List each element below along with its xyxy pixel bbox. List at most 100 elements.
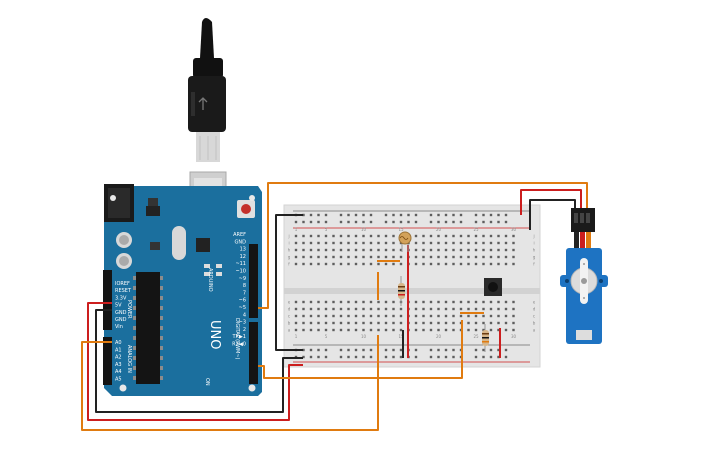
breadboard-hole[interactable] [512,248,515,252]
rail-hole[interactable] [407,213,410,217]
breadboard-hole[interactable] [452,314,455,318]
breadboard-hole[interactable] [422,234,425,238]
breadboard-hole[interactable] [497,314,500,318]
breadboard-hole[interactable] [497,241,500,245]
breadboard-hole[interactable] [437,255,440,259]
breadboard-hole[interactable] [459,241,463,245]
breadboard-hole[interactable] [489,234,493,238]
breadboard-hole[interactable] [324,300,328,304]
breadboard-hole[interactable] [512,234,515,238]
rail-hole[interactable] [444,355,448,359]
breadboard-hole[interactable] [459,300,463,304]
breadboard-hole[interactable] [437,262,440,266]
breadboard-hole[interactable] [332,255,335,259]
breadboard-hole[interactable] [369,241,373,245]
breadboard-hole[interactable] [294,248,298,252]
rail-hole[interactable] [309,355,313,359]
rail-hole[interactable] [437,355,440,359]
breadboard-hole[interactable] [414,307,418,311]
rail-hole[interactable] [482,213,485,217]
breadboard-hole[interactable] [429,241,433,245]
breadboard-hole[interactable] [489,328,493,332]
breadboard-hole[interactable] [339,300,343,304]
breadboard-hole[interactable] [317,307,320,311]
breadboard-hole[interactable] [429,234,433,238]
breadboard-hole[interactable] [452,262,455,266]
breadboard-hole[interactable] [347,241,350,245]
rail-hole[interactable] [302,220,305,224]
breadboard-hole[interactable] [497,234,500,238]
rail-hole[interactable] [497,348,500,352]
rail-hole[interactable] [392,355,395,359]
breadboard-hole[interactable] [309,234,313,238]
rail-hole[interactable] [317,213,320,217]
breadboard-hole[interactable] [294,307,298,311]
breadboard-hole[interactable] [354,328,358,332]
rail-hole[interactable] [504,220,508,224]
breadboard-hole[interactable] [512,255,515,259]
breadboard-hole[interactable] [482,300,485,304]
breadboard-hole[interactable] [437,248,440,252]
breadboard-hole[interactable] [309,262,313,266]
breadboard-hole[interactable] [354,241,358,245]
breadboard-hole[interactable] [399,321,403,325]
photoresistor[interactable] [398,231,412,252]
breadboard-hole[interactable] [437,321,440,325]
breadboard-hole[interactable] [467,300,470,304]
resistor[interactable] [398,276,405,306]
breadboard-hole[interactable] [377,328,380,332]
breadboard-hole[interactable] [347,321,350,325]
breadboard-hole[interactable] [452,321,455,325]
breadboard-hole[interactable] [369,248,373,252]
breadboard-hole[interactable] [482,255,485,259]
breadboard-hole[interactable] [362,314,365,318]
rail-hole[interactable] [504,355,508,359]
rail-hole[interactable] [294,220,298,224]
breadboard-hole[interactable] [452,328,455,332]
breadboard-hole[interactable] [452,248,455,252]
breadboard-hole[interactable] [392,328,395,332]
breadboard-hole[interactable] [467,241,470,245]
breadboard-hole[interactable] [444,248,448,252]
rail-hole[interactable] [459,213,463,217]
breadboard-hole[interactable] [429,300,433,304]
breadboard-hole[interactable] [512,300,515,304]
breadboard-hole[interactable] [317,262,320,266]
breadboard-hole[interactable] [437,234,440,238]
breadboard-hole[interactable] [294,314,298,318]
breadboard-hole[interactable] [497,255,500,259]
rail-hole[interactable] [339,213,343,217]
breadboard-hole[interactable] [369,314,373,318]
breadboard-hole[interactable] [429,314,433,318]
rail-hole[interactable] [414,355,418,359]
rail-hole[interactable] [474,348,478,352]
breadboard-hole[interactable] [512,307,515,311]
breadboard-hole[interactable] [437,307,440,311]
breadboard-hole[interactable] [474,262,478,266]
breadboard-hole[interactable] [384,300,388,304]
breadboard-hole[interactable] [467,262,470,266]
breadboard-hole[interactable] [474,241,478,245]
breadboard-hole[interactable] [324,248,328,252]
rail-hole[interactable] [309,220,313,224]
rail-hole[interactable] [302,213,305,217]
rail-hole[interactable] [444,348,448,352]
breadboard-hole[interactable] [347,328,350,332]
breadboard-hole[interactable] [324,255,328,259]
breadboard-hole[interactable] [324,241,328,245]
breadboard-hole[interactable] [309,314,313,318]
breadboard-hole[interactable] [459,255,463,259]
wire-a0-to-ldr[interactable] [81,335,379,431]
breadboard-hole[interactable] [369,328,373,332]
rail-hole[interactable] [429,348,433,352]
breadboard-hole[interactable] [302,314,305,318]
breadboard-hole[interactable] [444,314,448,318]
breadboard-hole[interactable] [332,248,335,252]
breadboard-hole[interactable] [422,300,425,304]
breadboard-hole[interactable] [414,321,418,325]
rail-hole[interactable] [369,220,373,224]
breadboard-hole[interactable] [422,321,425,325]
breadboard-hole[interactable] [332,328,335,332]
breadboard-hole[interactable] [309,248,313,252]
breadboard-hole[interactable] [332,321,335,325]
